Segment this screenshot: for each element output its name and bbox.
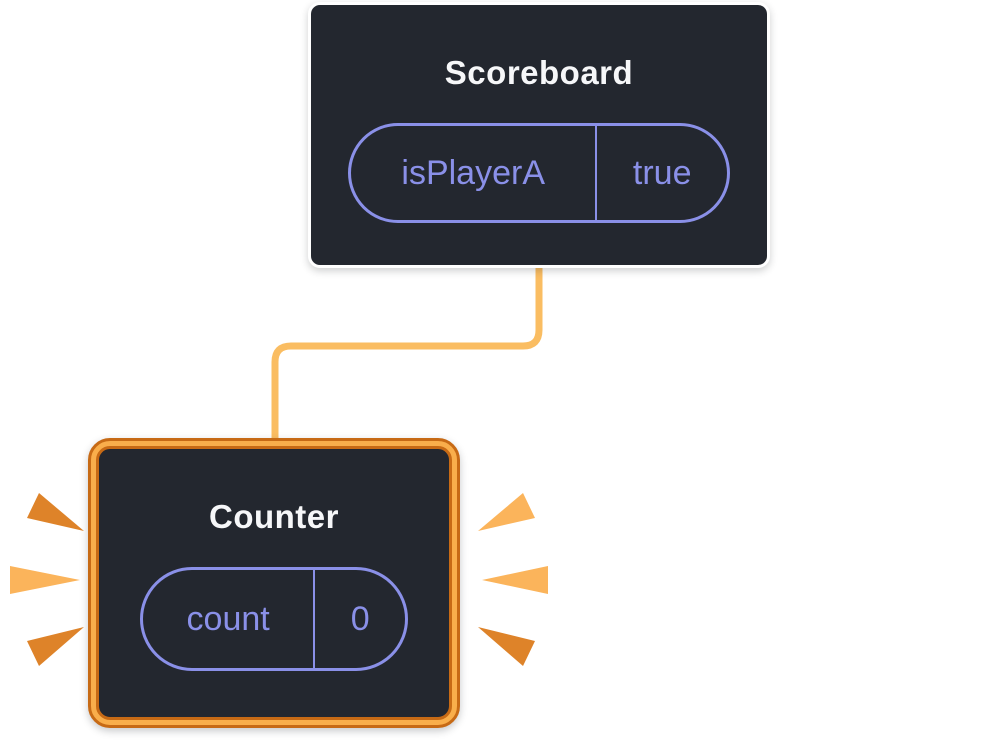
spark-icon [10, 566, 80, 594]
state-key: isPlayerA [351, 125, 598, 220]
state-pill: isPlayerA true [348, 122, 730, 223]
counter-node: Counter count 0 [88, 438, 460, 728]
node-title: Counter [209, 498, 339, 535]
counter-node-body: Counter count 0 [96, 446, 452, 720]
spark-icon [478, 493, 535, 531]
scoreboard-node-body: Scoreboard isPlayerA true [308, 2, 770, 268]
state-value: 0 [350, 599, 370, 638]
spark-icon [482, 566, 548, 594]
spark-icon [478, 627, 535, 666]
state-pill: count 0 [140, 566, 408, 671]
spark-icon [27, 627, 84, 666]
spark-icon [27, 493, 84, 531]
scoreboard-node: Scoreboard isPlayerA true [308, 2, 770, 268]
connector-line [271, 256, 543, 450]
node-title: Scoreboard [444, 54, 634, 91]
state-key: count [143, 569, 316, 668]
state-value: true [632, 153, 692, 192]
